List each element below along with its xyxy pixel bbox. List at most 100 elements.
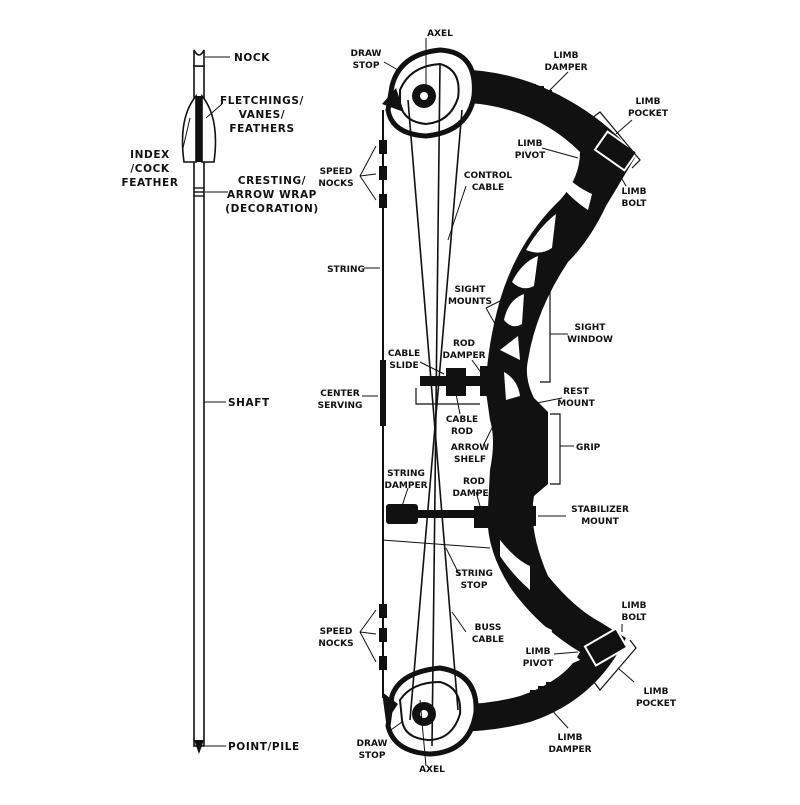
label-center-serving-1: CENTER: [320, 389, 360, 399]
label-stabilizer-mount-1: STABILIZER: [571, 505, 629, 515]
label-fletchings-2: VANES/: [239, 109, 286, 121]
label-draw-stop-bottom-2: STOP: [359, 751, 386, 761]
label-draw-stop-bottom-1: DRAW: [357, 739, 388, 749]
limb-damper-bottom: [530, 682, 552, 710]
label-draw-stop-top-2: STOP: [353, 61, 380, 71]
label-control-cable-1: CONTROL: [464, 171, 513, 181]
limb-pocket-top: [593, 130, 639, 172]
label-string-damper-1: STRING: [387, 469, 425, 479]
label-limb-damper-top-2: DAMPER: [544, 63, 587, 73]
label-buss-cable-1: BUSS: [475, 623, 502, 633]
label-index-2: /COCK: [130, 163, 170, 175]
label-rest-mount-2: MOUNT: [557, 399, 595, 409]
stabilizer-mount: [512, 506, 536, 526]
label-limb-pivot-top-1: LIMB: [518, 139, 543, 149]
label-limb-pivot-bottom-1: LIMB: [526, 647, 551, 657]
speed-nock-top-3: [379, 194, 387, 208]
rod-damper-lower: [474, 506, 488, 528]
label-nock: NOCK: [234, 52, 270, 64]
label-fletchings-1: FLETCHINGS/: [220, 95, 304, 107]
label-fletchings-3: FEATHERS: [229, 123, 294, 135]
label-speed-nocks-top-2: NOCKS: [318, 179, 353, 189]
label-rod-damper-lower-1: ROD: [463, 477, 485, 487]
label-rod-damper-lower-2: DAMPER: [452, 489, 495, 499]
bow-riser: [402, 69, 636, 732]
label-limb-pocket-top-1: LIMB: [636, 97, 661, 107]
label-stabilizer-mount-2: MOUNT: [581, 517, 619, 527]
label-point: POINT/PILE: [228, 741, 300, 753]
label-cable-rod-2: ROD: [451, 427, 473, 437]
speed-nock-bottom-3: [379, 656, 387, 670]
label-axel-bottom: AXEL: [419, 765, 445, 775]
label-cable-slide-1: CABLE: [388, 349, 420, 359]
label-limb-bolt-top-2: BOLT: [622, 199, 648, 209]
label-limb-damper-bottom-1: LIMB: [558, 733, 583, 743]
label-cresting-3: (DECORATION): [225, 203, 319, 215]
label-limb-pivot-top-2: PIVOT: [515, 151, 546, 161]
label-control-cable-2: CABLE: [472, 183, 504, 193]
label-grip: GRIP: [576, 443, 601, 453]
label-limb-pivot-bottom-2: PIVOT: [523, 659, 554, 669]
buss-cable: [407, 99, 459, 711]
label-cable-rod-1: CABLE: [446, 415, 478, 425]
label-sight-mounts-1: SIGHT: [455, 285, 487, 295]
label-axel-top: AXEL: [427, 29, 453, 39]
speed-nock-bottom-2: [379, 628, 387, 642]
label-speed-nocks-bottom-1: SPEED: [320, 627, 353, 637]
rod-damper-upper: [480, 366, 492, 396]
label-sight-mounts-2: MOUNTS: [448, 297, 492, 307]
label-limb-pocket-top-2: POCKET: [628, 109, 669, 119]
label-limb-bolt-bottom-1: LIMB: [622, 601, 647, 611]
label-shaft: SHAFT: [228, 397, 270, 409]
label-arrow-shelf-1: ARROW: [451, 443, 489, 453]
arrow-fletching-center: [196, 96, 202, 162]
label-limb-pocket-bottom-2: POCKET: [636, 699, 677, 709]
compound-bow: [379, 47, 639, 757]
cable-slide: [446, 368, 466, 396]
label-center-serving-2: SERVING: [318, 401, 363, 411]
speed-nock-top-1: [379, 140, 387, 154]
string-damper: [386, 504, 418, 524]
label-cable-slide-2: SLIDE: [389, 361, 418, 371]
center-serving: [380, 360, 386, 426]
label-limb-damper-bottom-2: DAMPER: [548, 745, 591, 755]
label-draw-stop-top-1: DRAW: [351, 49, 382, 59]
label-rest-mount-1: REST: [563, 387, 590, 397]
speed-nock-bottom-1: [379, 604, 387, 618]
control-cable: [431, 63, 441, 747]
label-limb-bolt-bottom-2: BOLT: [622, 613, 648, 623]
speed-nock-top-2: [379, 166, 387, 180]
label-speed-nocks-bottom-2: NOCKS: [318, 639, 353, 649]
cable-third: [409, 109, 463, 721]
limb-pocket-bottom: [583, 627, 629, 667]
arrow-shaft: [193, 65, 205, 747]
label-speed-nocks-top-1: SPEED: [320, 167, 353, 177]
label-cresting-2: ARROW WRAP: [227, 189, 317, 201]
label-sight-window-2: WINDOW: [567, 335, 613, 345]
label-limb-damper-top-1: LIMB: [554, 51, 579, 61]
arrow-point: [194, 740, 204, 754]
arrow-fletching-right: [201, 93, 217, 163]
label-buss-cable-2: CABLE: [472, 635, 504, 645]
arrow: [181, 49, 217, 754]
label-rod-damper-upper-2: DAMPER: [442, 351, 485, 361]
arrow-fletching-left: [181, 93, 197, 163]
limb-damper-top: [530, 84, 552, 112]
label-arrow-shelf-2: SHELF: [454, 455, 486, 465]
label-rod-damper-upper-1: ROD: [453, 339, 475, 349]
label-string-stop-1: STRING: [455, 569, 493, 579]
label-limb-bolt-top-1: LIMB: [622, 187, 647, 197]
bottom-cam: [382, 665, 479, 757]
arrow-nock: [193, 49, 205, 67]
label-string-damper-2: DAMPER: [384, 481, 427, 491]
label-index-3: FEATHER: [121, 177, 178, 189]
label-string: STRING: [327, 265, 365, 275]
string-stop-rod: [416, 510, 480, 518]
label-sight-window-1: SIGHT: [575, 323, 607, 333]
label-index-1: INDEX: [130, 149, 170, 161]
label-limb-pocket-bottom-1: LIMB: [644, 687, 669, 697]
label-cresting-1: CRESTING/: [238, 175, 306, 187]
label-string-stop-2: STOP: [461, 581, 488, 591]
